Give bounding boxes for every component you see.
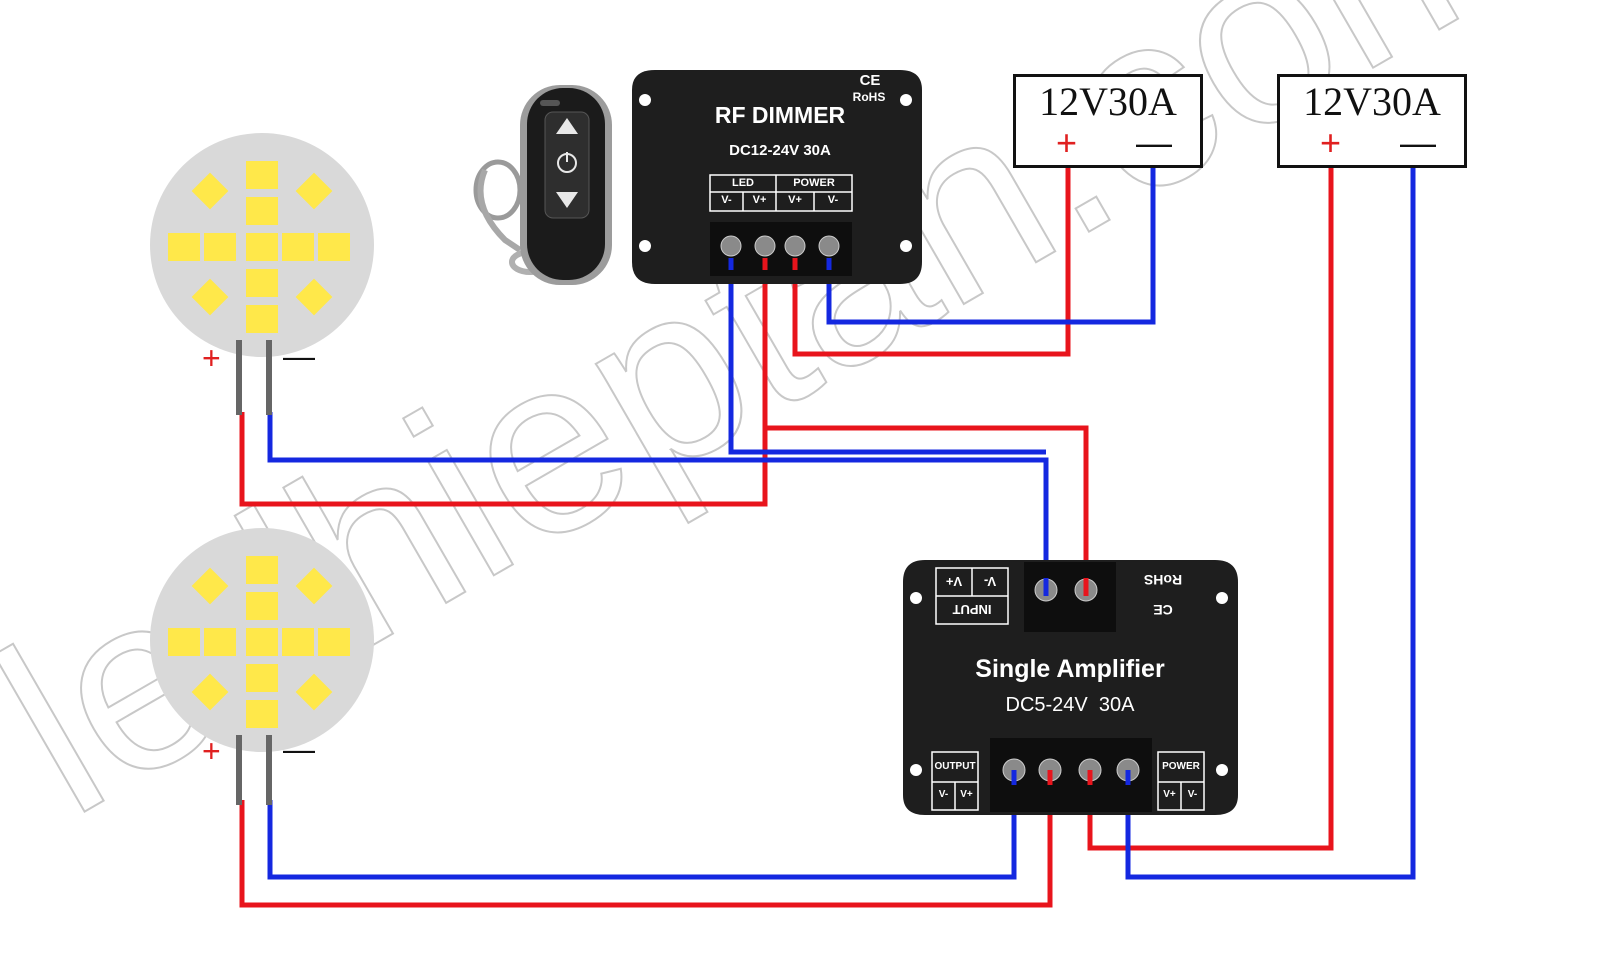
dimmer-terminal-label: V- — [827, 194, 839, 206]
led-chip — [191, 172, 229, 210]
amp-power-terminal-label: V+ — [1163, 789, 1176, 800]
dimmer-spec: DC12-24V 30A — [729, 142, 831, 159]
wire-dimmer-led-positive — [762, 258, 1089, 590]
lamp1-negative-label: — — [283, 338, 315, 374]
single-amplifier — [903, 560, 1238, 815]
led-chip — [246, 556, 278, 584]
dimmer-terminal-label: V+ — [752, 194, 767, 206]
power-supply-1: 12V30A + — — [1013, 74, 1203, 168]
dimmer-terminal-label: V+ — [788, 194, 802, 206]
dimmer-terminal-label: V- — [721, 194, 732, 206]
dimmer-title: RF DIMMER — [714, 102, 846, 128]
wire-dimmer-power-positive — [792, 168, 1071, 357]
amp-output-label: OUTPUT — [934, 761, 976, 772]
power-supply-label: 12V30A — [1303, 79, 1441, 124]
remote-up-icon — [556, 118, 578, 134]
lamp1-positive-label: + — [202, 340, 221, 376]
dimmer-terminals — [720, 235, 840, 257]
led-chip — [168, 233, 200, 261]
led-chip — [204, 233, 236, 261]
led-lamp-top — [150, 133, 374, 415]
dimmer-ce-mark: CE — [859, 72, 881, 89]
led-chip — [191, 278, 229, 316]
psu-positive-terminal: + — [1320, 122, 1342, 163]
dimmer-rohs-mark: RoHS — [852, 90, 886, 104]
amplifier-ce-mark: CE — [1153, 602, 1173, 618]
led-chip — [295, 673, 333, 711]
rf-dimmer — [632, 70, 922, 284]
amp-input-label: INPUT — [952, 602, 992, 617]
power-supply-2: 12V30A + — — [1277, 74, 1467, 168]
led-chip — [246, 161, 278, 189]
wire-lamp1-negative — [267, 412, 1049, 590]
amp-power-label: POWER — [1162, 761, 1200, 772]
amplifier-title: Single Amplifier — [975, 655, 1165, 683]
led-chip — [246, 269, 278, 297]
wire-lamp2-positive — [239, 780, 1053, 908]
led-chip — [295, 172, 333, 210]
wire-dimmer-led-negative — [728, 258, 1046, 455]
led-chip — [246, 592, 278, 620]
led-chip — [246, 628, 278, 656]
lamp2-negative-label: — — [283, 731, 315, 767]
wire-lamp2-negative — [267, 780, 1017, 880]
dimmer-led-label: LED — [732, 177, 754, 189]
remote-down-icon — [556, 192, 578, 208]
amplifier-spec: DC5-24V 30A — [1005, 694, 1135, 716]
led-chip — [295, 278, 333, 316]
led-chip — [191, 567, 229, 605]
dimmer-power-label: POWER — [793, 177, 835, 189]
power-supply-label: 12V30A — [1039, 79, 1177, 124]
led-chip — [318, 628, 350, 656]
amplifier-rohs-mark: RoHS — [1143, 572, 1183, 588]
led-chip — [246, 664, 278, 692]
remote-control — [473, 85, 612, 285]
amp-input-terminal-label: V+ — [945, 574, 963, 589]
led-lamp-bottom — [150, 528, 374, 805]
amp-output-terminal-label: V- — [938, 789, 949, 800]
led-chip — [246, 197, 278, 225]
wire-amp-power-negative — [1125, 168, 1416, 880]
led-chip — [282, 628, 314, 656]
led-chip — [282, 233, 314, 261]
psu-negative-terminal: — — [1136, 122, 1172, 163]
led-chip — [168, 628, 200, 656]
led-chip — [318, 233, 350, 261]
led-chip — [246, 233, 278, 261]
wire-dimmer-power-negative — [826, 168, 1156, 325]
led-chip — [204, 628, 236, 656]
led-chip — [191, 673, 229, 711]
lamp2-positive-label: + — [202, 733, 221, 769]
led-chip — [246, 305, 278, 333]
psu-positive-terminal: + — [1056, 122, 1078, 163]
led-chip — [246, 700, 278, 728]
amp-input-terminal-label: V- — [983, 574, 997, 589]
amp-power-terminal-label: V- — [1187, 789, 1198, 800]
psu-negative-terminal: — — [1400, 122, 1436, 163]
led-chip — [295, 567, 333, 605]
amp-output-terminal-label: V+ — [960, 789, 973, 800]
